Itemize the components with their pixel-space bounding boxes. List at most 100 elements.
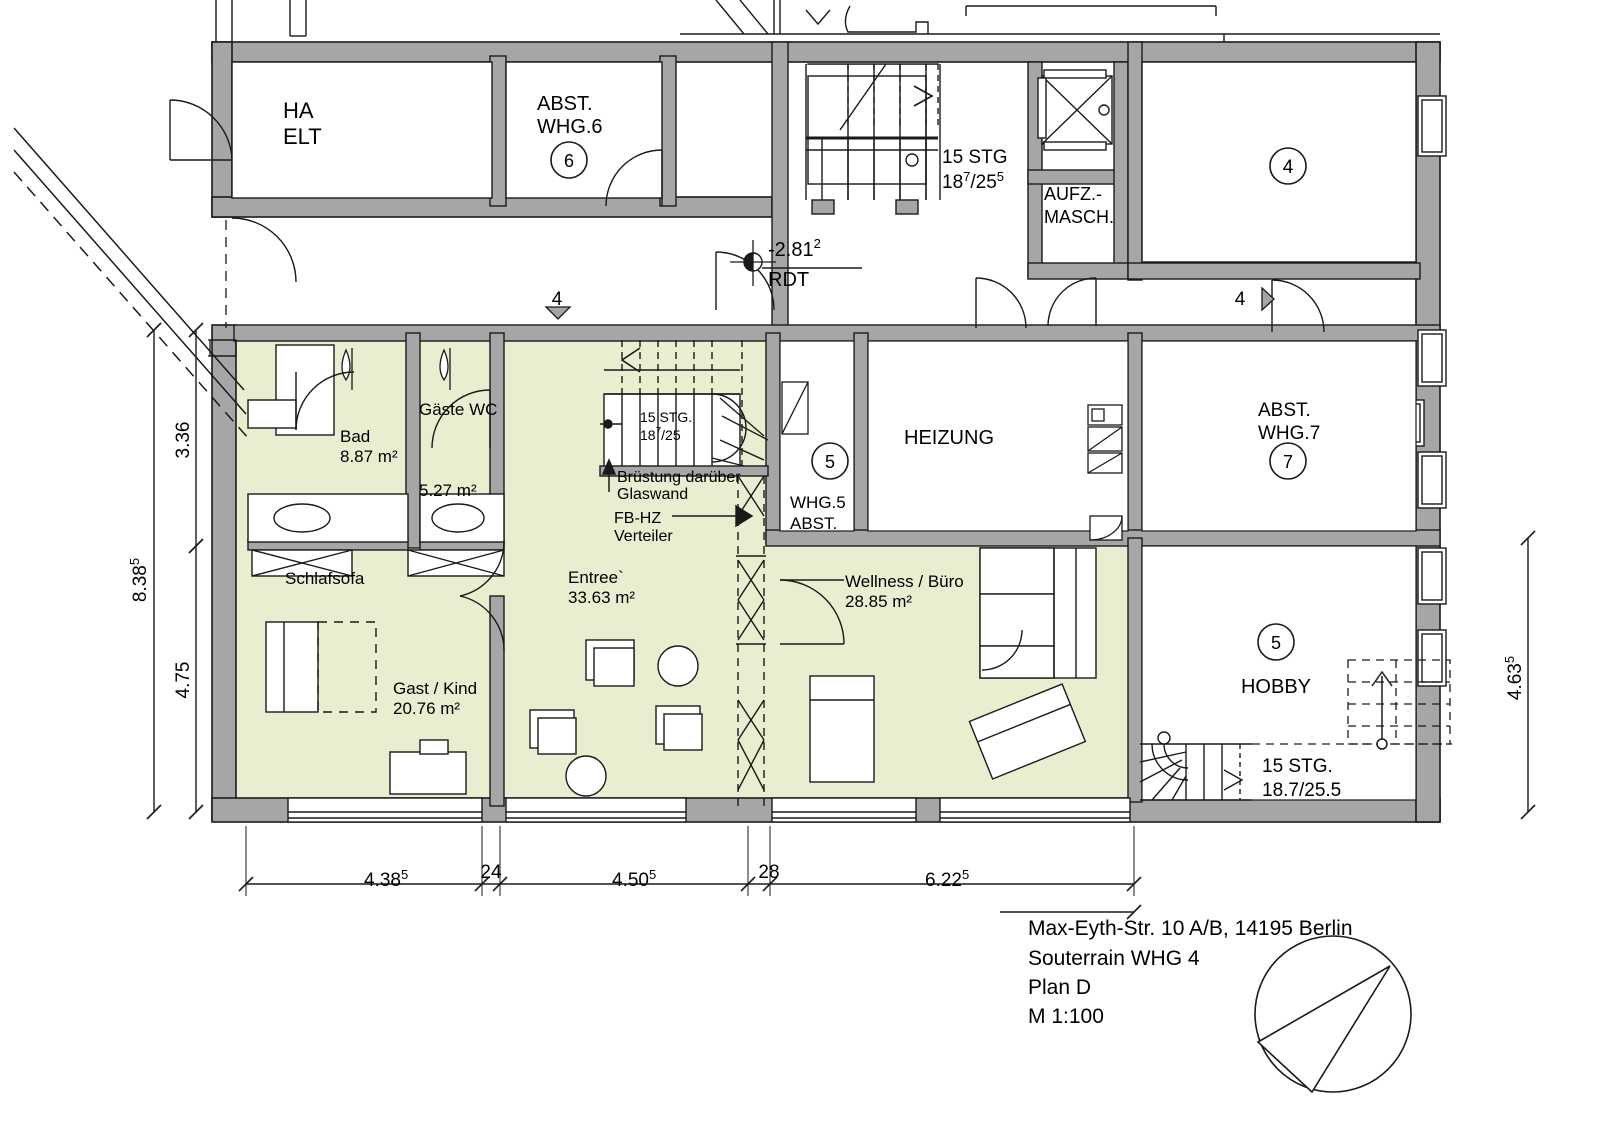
windows-bottom bbox=[287, 797, 1131, 823]
room-label-abst-whg6-line1: ABST. bbox=[537, 93, 593, 115]
dimension-line-bottom bbox=[238, 826, 1142, 920]
room-markers bbox=[550, 141, 1307, 661]
elevator-shaft bbox=[1037, 69, 1113, 151]
room-label-whg5-line1: WHG.5 bbox=[790, 493, 846, 512]
room-label-gast-kind-area: 20.76 m² bbox=[393, 699, 460, 718]
room-label-wellness-name: Wellness / Büro bbox=[845, 572, 964, 591]
room-label-gast-kind-name: Gast / Kind bbox=[393, 679, 477, 698]
room-label-bad-area: 8.87 m² bbox=[340, 447, 398, 466]
room-whg5-abst bbox=[779, 340, 855, 532]
level-label-rdt: RDT bbox=[768, 269, 809, 291]
door-wellness bbox=[779, 579, 845, 645]
dimension-bottom-0: 4.385 bbox=[364, 867, 408, 891]
room-label-whg5-line2: ABST. bbox=[790, 514, 837, 533]
room-label-abst-whg6-line2: WHG.6 bbox=[537, 116, 603, 138]
vertical-shaft-dashed bbox=[736, 475, 766, 812]
room-label-entree-name: Entree` bbox=[568, 568, 624, 587]
dimension-bottom-1: 24 bbox=[480, 862, 502, 883]
room-4-upper-right bbox=[1141, 61, 1417, 263]
bed-extension-dashed bbox=[317, 621, 377, 713]
title-level: Souterrain WHG 4 bbox=[1028, 947, 1200, 970]
room-heizung bbox=[867, 340, 1129, 532]
title-address: Max-Eyth-Str. 10 A/B, 14195 Berlin bbox=[1028, 917, 1353, 940]
annotation-bruestung-line1: Brüstung darüber bbox=[617, 469, 741, 486]
stair-entree-label-line1: 15 STG. bbox=[640, 409, 692, 425]
marker-circle-6 bbox=[550, 141, 588, 179]
marker-circle-5-whg bbox=[811, 442, 849, 480]
marker-label-5-whg: 5 bbox=[825, 452, 835, 472]
door-wellness-inner bbox=[981, 629, 1023, 671]
door-stair-hall-left bbox=[231, 217, 297, 283]
dimension-bottom-4: 6.225 bbox=[925, 867, 969, 891]
marker-label-7: 7 bbox=[1283, 452, 1293, 472]
marker-circle-7 bbox=[1269, 442, 1307, 480]
level-marker-icon bbox=[730, 240, 862, 286]
room-label-entree-area: 33.63 m² bbox=[568, 588, 635, 607]
dimension-line-left bbox=[146, 322, 204, 820]
dimension-left-inner-0: 3.36 bbox=[173, 422, 194, 459]
heating-fixtures bbox=[1087, 404, 1123, 474]
room-ha-elt bbox=[231, 61, 493, 199]
room-bad bbox=[247, 344, 409, 543]
room-label-abst-whg7-line1: ABST. bbox=[1258, 400, 1311, 421]
annotation-bruestung-line2: Glaswand bbox=[617, 486, 688, 503]
marker-label-4-top: 4 bbox=[1283, 157, 1294, 178]
door-marker-label-right: 4 bbox=[1235, 289, 1246, 310]
stair-entree-label-line2: 187/25 bbox=[640, 426, 681, 443]
stair-entree bbox=[599, 340, 769, 477]
gaeste-wc-fixture-icon bbox=[439, 348, 451, 390]
room-label-aufz-line2: MASCH. bbox=[1044, 207, 1114, 227]
title-scale: M 1:100 bbox=[1028, 1005, 1104, 1028]
stair-main-upper bbox=[805, 63, 941, 215]
marker-label-5-hobby: 5 bbox=[1271, 633, 1281, 653]
marker-circle-5-hobby bbox=[1257, 623, 1295, 661]
room-label-heizung: HEIZUNG bbox=[904, 427, 994, 449]
room-label-wellness-area: 28.85 m² bbox=[845, 592, 912, 611]
doors-right-corridor bbox=[975, 277, 1325, 333]
callout-arrow-bruestung bbox=[601, 458, 617, 492]
dimension-left-outer: 8.385 bbox=[127, 558, 151, 602]
room-label-bad-name: Bad bbox=[340, 427, 370, 446]
room-abst-whg7 bbox=[1141, 340, 1417, 532]
furniture-label-schlafsofa: Schlafsofa bbox=[285, 569, 365, 588]
dimension-left-inner-1: 4.75 bbox=[173, 662, 194, 699]
level-value: -2.812 bbox=[768, 236, 821, 261]
door-abst-whg6 bbox=[605, 149, 663, 207]
room-abst-whg6 bbox=[505, 61, 663, 199]
exterior-left-hatch bbox=[208, 220, 237, 357]
dimension-bottom-3: 28 bbox=[758, 862, 779, 883]
stair-top-label-line2: 187/255 bbox=[942, 169, 1004, 193]
door-ha-elt bbox=[169, 99, 233, 161]
room-label-gaeste-wc-area: 5.27 m² bbox=[419, 481, 477, 500]
door-bad bbox=[295, 371, 355, 431]
room-wellness-buero-furniture bbox=[809, 547, 1097, 783]
dimension-line-right bbox=[1520, 530, 1536, 820]
stair-hobby bbox=[1139, 731, 1252, 801]
marker-label-6: 6 bbox=[564, 151, 574, 171]
annotation-fbhz-line2: Verteiler bbox=[614, 528, 673, 545]
wardrobe-left bbox=[251, 549, 353, 577]
room-label-aufz-line1: AUFZ.- bbox=[1044, 184, 1102, 204]
dimension-right-outer: 4.635 bbox=[1502, 656, 1526, 700]
hobby-dashed-hatch bbox=[1252, 659, 1452, 745]
stair-hobby-label-line2: 18.7/25.5 bbox=[1262, 780, 1341, 801]
hobby-arrow-icon bbox=[1371, 670, 1393, 750]
door-marker-triangle-left-icon bbox=[544, 306, 572, 320]
annotation-fbhz-line1: FB-HZ bbox=[614, 510, 661, 527]
dimension-bottom-2: 4.505 bbox=[612, 867, 656, 891]
exterior-ramp-lines bbox=[13, 127, 249, 439]
door-heizung-small bbox=[1089, 515, 1123, 541]
room-hobby bbox=[1141, 545, 1417, 801]
title-plan: Plan D bbox=[1028, 976, 1091, 999]
room-gaeste-wc bbox=[419, 493, 505, 543]
furniture-entree bbox=[529, 639, 703, 797]
stair-hobby-label-line1: 15 STG. bbox=[1262, 756, 1333, 777]
top-edge-fragments bbox=[215, 0, 1440, 42]
windows-right bbox=[1385, 95, 1447, 687]
wardrobe-right bbox=[407, 549, 505, 577]
door-marker-triangle-right-icon bbox=[1261, 286, 1275, 312]
room-label-hobby: HOBBY bbox=[1241, 676, 1311, 698]
furniture-gast-kind bbox=[265, 621, 467, 795]
